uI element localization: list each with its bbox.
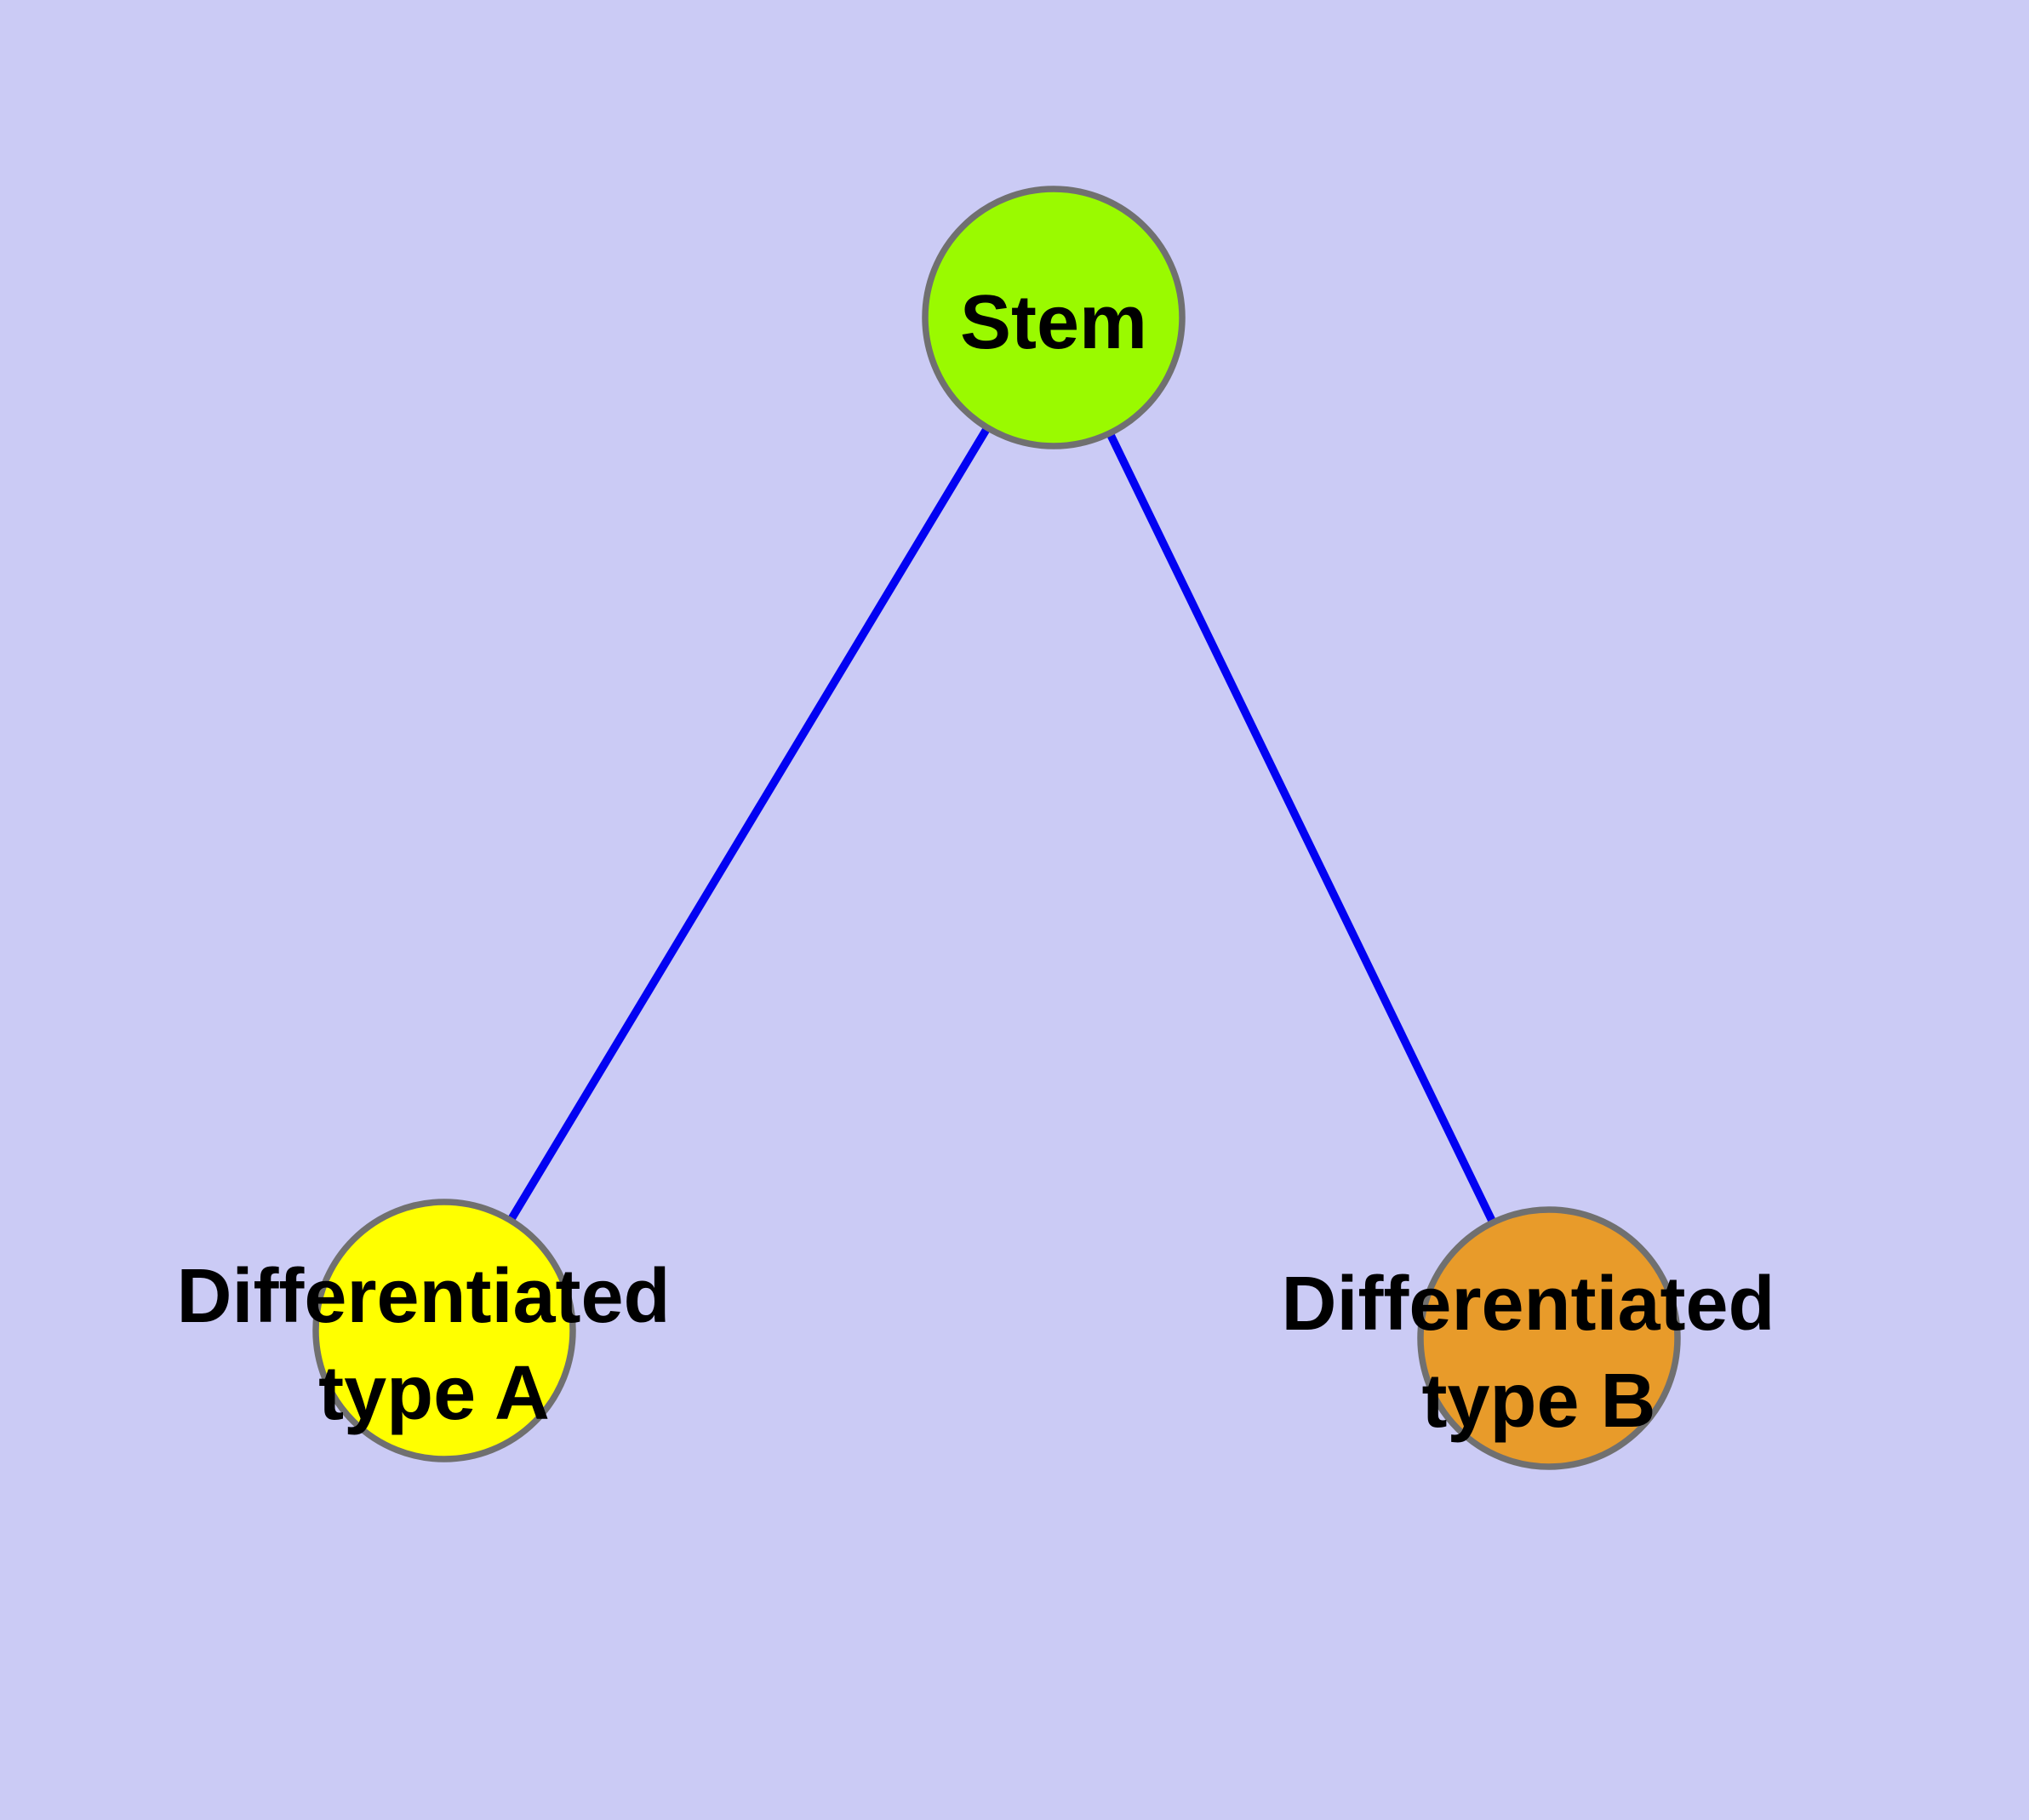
node-stem-label-line1: Stem: [960, 280, 1147, 365]
node-type-b-label-line1: Differentiated: [1281, 1262, 1775, 1347]
node-type-a-label: Differentiated type A: [176, 1254, 691, 1436]
node-stem: [922, 186, 1186, 449]
node-type-a: [312, 1199, 576, 1462]
node-stem-label: Stem: [960, 280, 1147, 365]
edge-stem-to-type-a: [440, 313, 1058, 1335]
edge-stem-to-type-b: [1049, 313, 1553, 1342]
node-type-a-label-line1: Differentiated: [176, 1254, 670, 1339]
node-type-b-label-line2: type B: [1421, 1359, 1655, 1444]
node-type-a-label-line2: type A: [318, 1351, 550, 1436]
node-type-b: [1417, 1206, 1681, 1470]
node-type-b-label: Differentiated type B: [1281, 1262, 1796, 1444]
